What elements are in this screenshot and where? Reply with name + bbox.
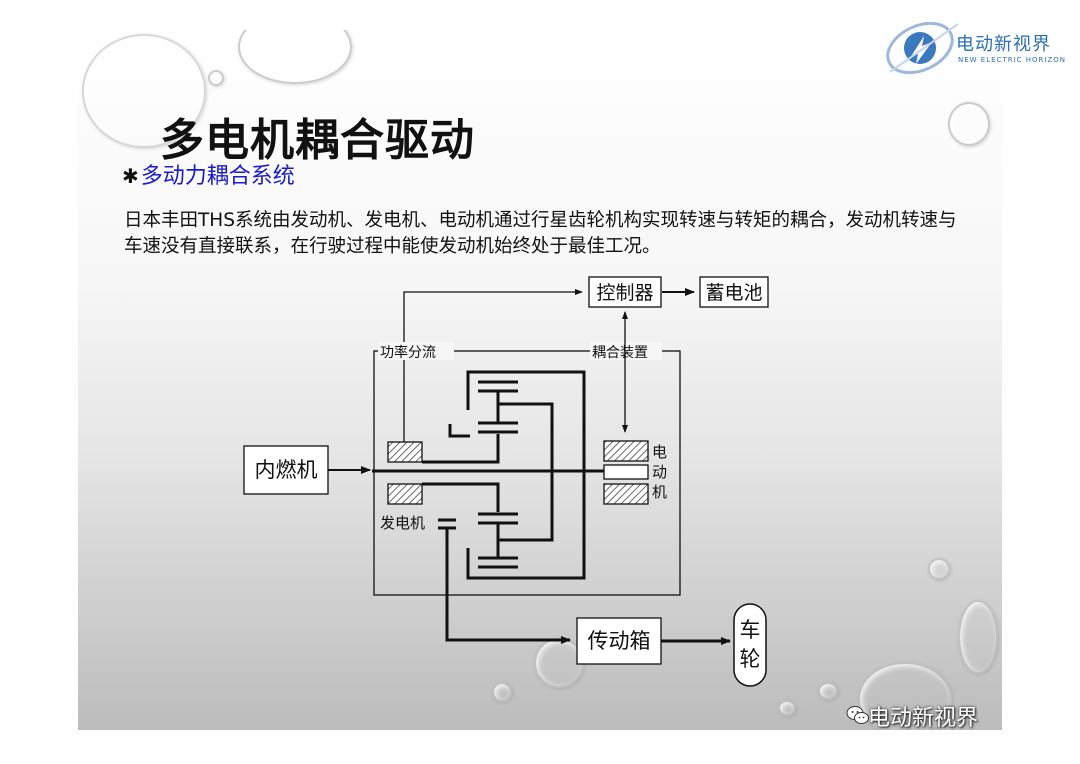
- section-heading: ✱多动力耦合系统: [122, 158, 295, 190]
- controller-label: 控制器: [596, 282, 653, 304]
- coupling-enclosure: [373, 350, 681, 596]
- brand-logo-icon: [886, 21, 959, 75]
- wheel-box: [733, 603, 767, 687]
- water-drop: [948, 102, 990, 146]
- wechat-icon: [846, 706, 869, 724]
- motor-label-2: 动: [652, 463, 667, 481]
- motor-label-3: 机: [652, 483, 667, 501]
- output-shaft: [445, 528, 571, 644]
- water-drop: [208, 70, 224, 86]
- water-drop: [82, 34, 206, 148]
- signal-line: [403, 289, 583, 442]
- coupling-device-label: 耦合装置: [592, 345, 648, 361]
- battery-label: 蓄电池: [705, 282, 762, 304]
- water-drop: [858, 662, 952, 730]
- watermark-text: 电动新视界: [868, 706, 979, 731]
- section-heading-text: 多动力耦合系统: [140, 164, 295, 189]
- brand-subtitle: NEW ELECTRIC HORIZON: [958, 56, 1066, 64]
- engine-label: 内燃机: [255, 458, 318, 482]
- water-drop: [958, 600, 998, 674]
- motor-rotor: [603, 464, 649, 480]
- wheel-label-1: 车: [740, 618, 761, 642]
- slide-background: [78, 30, 1002, 730]
- body-paragraph: 日本丰田THS系统由发动机、发电机、电动机通过行星齿轮机构实现转速与转矩的耦合，…: [124, 210, 957, 257]
- motor-stator-bottom: [603, 483, 649, 505]
- motor-stator-top: [603, 440, 649, 462]
- bullet-icon: ✱: [122, 164, 139, 188]
- water-drop: [492, 682, 512, 702]
- water-drop: [818, 682, 838, 700]
- generator-stator-bottom: [387, 483, 423, 505]
- slide-title: 多电机耦合驱动: [160, 115, 475, 166]
- transmission-label: 传动箱: [588, 629, 651, 653]
- generator-label: 发电机: [380, 514, 425, 532]
- planetary-gear-set: [372, 370, 604, 580]
- water-drop: [928, 558, 950, 580]
- wheel-label-2: 轮: [740, 647, 761, 671]
- controller-box: [588, 276, 662, 308]
- power-split-label: 功率分流: [380, 344, 436, 361]
- battery-box: [699, 276, 769, 308]
- label-mask: [378, 342, 454, 360]
- brand-name: 电动新视界: [956, 34, 1051, 55]
- motor-label-1: 电: [652, 443, 667, 461]
- generator-stator-top: [387, 441, 423, 463]
- water-drop: [778, 700, 796, 716]
- transmission-box: [576, 617, 662, 665]
